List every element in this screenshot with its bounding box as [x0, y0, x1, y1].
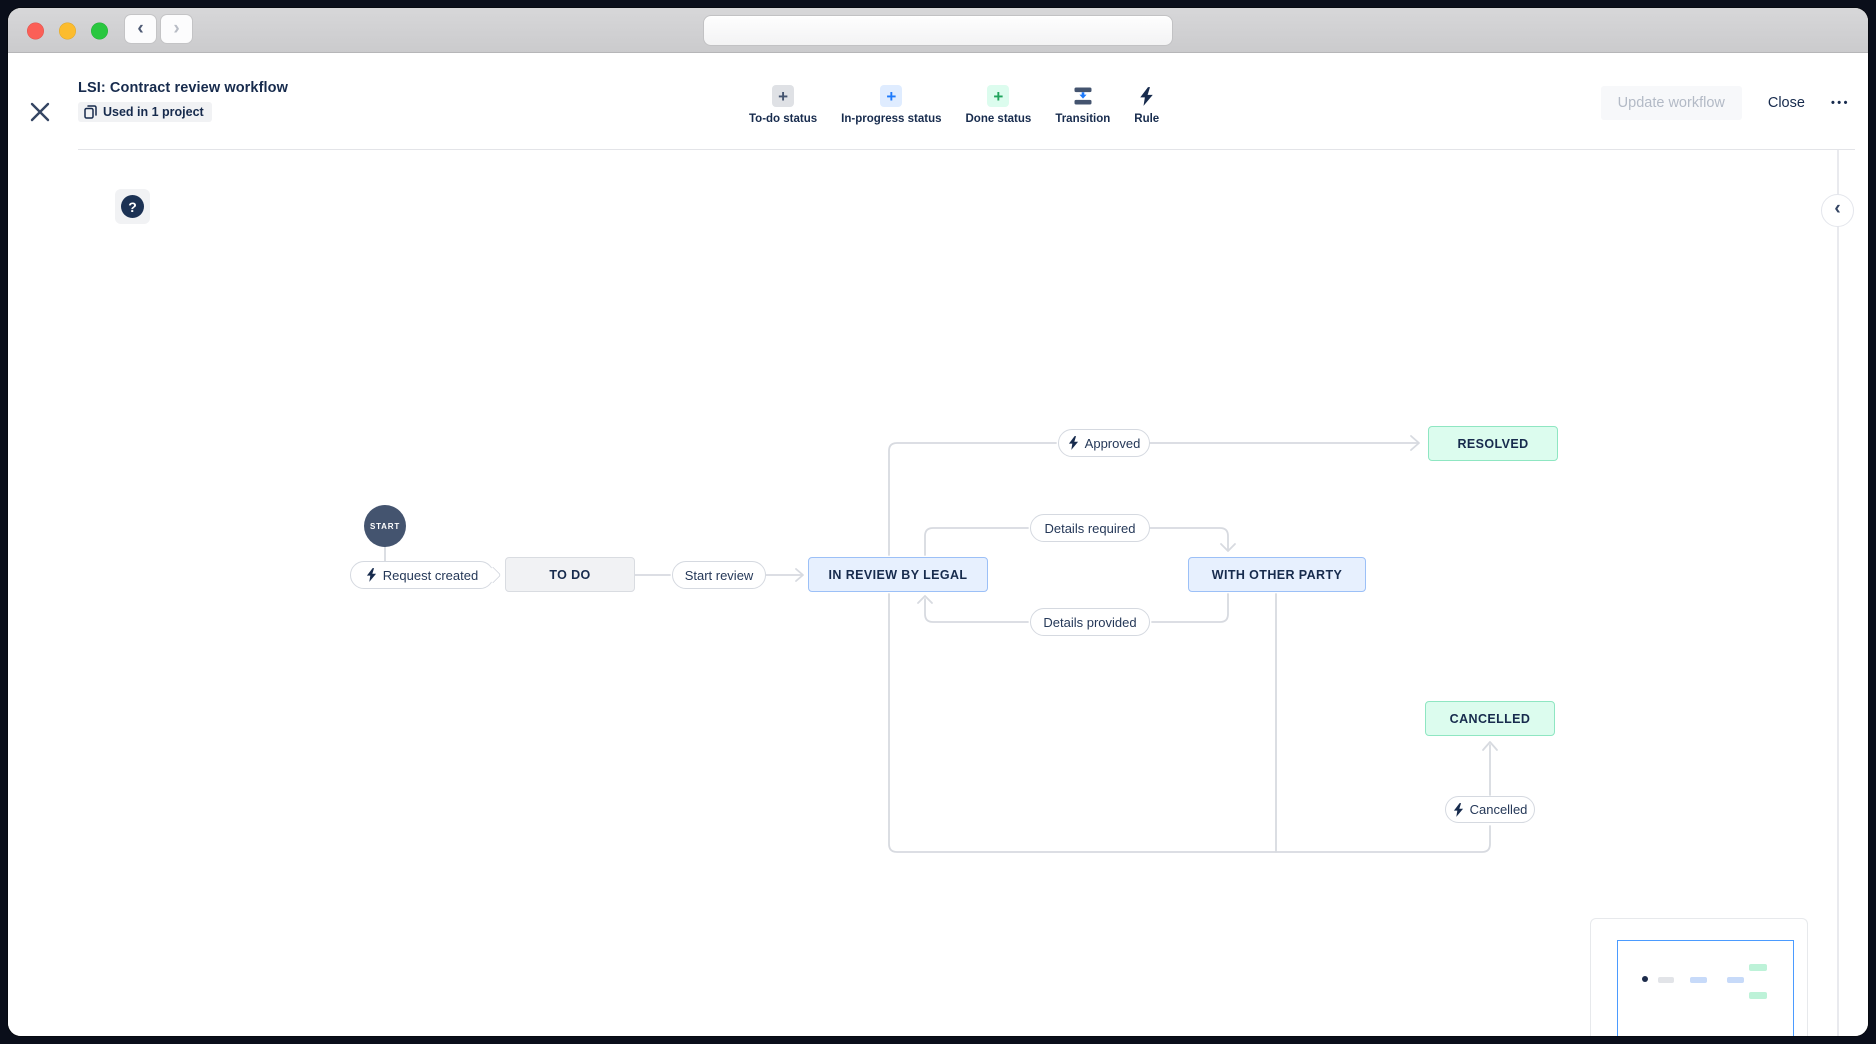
header-actions: Update workflow Close •••	[1600, 85, 1850, 121]
transition-label: Cancelled	[1469, 802, 1528, 817]
transition-approved[interactable]: Approved	[1058, 429, 1150, 457]
traffic-light-zoom-icon[interactable]	[91, 22, 108, 40]
transition-label: Approved	[1084, 435, 1141, 451]
help-icon: ?	[121, 195, 144, 218]
status-node-with-other-party[interactable]: WITH OTHER PARTY	[1188, 557, 1366, 592]
palette-item-todo-status[interactable]: + To-do status	[749, 85, 817, 125]
chevron-left-icon: ‹	[1834, 198, 1841, 219]
forward-chevron-icon: ›	[173, 18, 180, 39]
transition-details-provided[interactable]: Details provided	[1030, 608, 1150, 636]
close-icon	[30, 102, 50, 122]
right-panel-divider	[1837, 150, 1839, 1036]
transition-cancelled[interactable]: Cancelled	[1445, 796, 1535, 823]
minimap-panel	[1590, 918, 1808, 1036]
palette-toolbar: + To-do status + In-progress status + Do…	[749, 85, 1159, 125]
workflow-editor-header: LSI: Contract review workflow Used in 1 …	[8, 53, 1868, 150]
status-node-in-review-by-legal[interactable]: IN REVIEW BY LEGAL	[808, 557, 988, 592]
plus-icon: +	[880, 85, 903, 107]
start-node-label: START	[369, 521, 401, 531]
window-title-bar: ‹ ›	[8, 8, 1868, 53]
palette-item-transition[interactable]: Transition	[1055, 85, 1110, 125]
copy-icon	[84, 105, 97, 119]
rule-lightning-icon	[1453, 802, 1464, 817]
update-workflow-button[interactable]: Update workflow	[1600, 86, 1742, 120]
minimap-node-cancelled	[1749, 992, 1767, 999]
forward-button[interactable]: ›	[160, 14, 193, 44]
transition-start-review[interactable]: Start review	[672, 561, 766, 589]
app-window: ‹ › LSI: Contract review workflow Used i…	[8, 8, 1868, 1036]
status-label: CANCELLED	[1449, 711, 1531, 726]
status-node-resolved[interactable]: RESOLVED	[1428, 426, 1558, 461]
minimap-node-resolved	[1749, 964, 1767, 971]
rule-lightning-icon	[1068, 436, 1079, 450]
close-editor-button[interactable]	[30, 98, 58, 126]
minimap-node-with-other-party	[1727, 977, 1744, 983]
traffic-light-minimize-icon[interactable]	[59, 22, 76, 40]
help-button[interactable]: ?	[115, 189, 150, 224]
minimap-viewport[interactable]	[1617, 940, 1794, 1036]
page-title: LSI: Contract review workflow	[78, 80, 288, 96]
title-block: LSI: Contract review workflow Used in 1 …	[78, 80, 288, 124]
palette-item-rule[interactable]: Rule	[1134, 85, 1159, 125]
used-in-badge-label: Used in 1 project	[103, 105, 204, 119]
palette-item-label: In-progress status	[841, 113, 942, 125]
plus-icon: +	[987, 85, 1010, 107]
plus-icon: +	[772, 85, 795, 107]
minimap-node-todo	[1658, 977, 1674, 983]
minimap-start-node	[1642, 976, 1648, 982]
status-label: IN REVIEW BY LEGAL	[828, 567, 968, 582]
status-node-todo[interactable]: TO DO	[505, 557, 635, 592]
transition-label: Request created	[382, 567, 479, 583]
transition-request-created[interactable]: Request created	[350, 561, 494, 589]
rule-lightning-icon	[1136, 85, 1158, 107]
more-options-button[interactable]: •••	[1830, 97, 1850, 109]
palette-item-label: Rule	[1134, 113, 1160, 125]
palette-item-label: To-do status	[749, 113, 818, 125]
start-node[interactable]: START	[364, 505, 406, 547]
address-bar[interactable]	[703, 15, 1173, 46]
back-chevron-icon: ‹	[137, 18, 144, 39]
transition-details-required[interactable]: Details required	[1030, 514, 1150, 542]
traffic-light-close-icon[interactable]	[27, 22, 44, 40]
close-button[interactable]: Close	[1767, 95, 1805, 111]
rule-lightning-icon	[366, 568, 377, 582]
workflow-canvas[interactable]: ?	[8, 150, 1868, 1036]
transition-label: Start review	[684, 567, 754, 583]
status-node-cancelled[interactable]: CANCELLED	[1425, 701, 1555, 736]
transition-label: Details provided	[1043, 614, 1137, 630]
status-label: WITH OTHER PARTY	[1211, 567, 1343, 582]
palette-item-in-progress-status[interactable]: + In-progress status	[841, 85, 941, 125]
collapse-panel-button[interactable]: ‹	[1821, 194, 1854, 227]
transition-label: Details required	[1044, 520, 1136, 536]
palette-item-done-status[interactable]: + Done status	[965, 85, 1031, 125]
palette-item-label: Done status	[965, 113, 1032, 125]
minimap-node-in-review	[1690, 977, 1707, 983]
back-button[interactable]: ‹	[124, 14, 157, 44]
transition-icon	[1072, 85, 1094, 107]
header-divider	[78, 148, 1855, 150]
workflow-connectors	[384, 435, 1498, 853]
palette-item-label: Transition	[1055, 113, 1111, 125]
status-label: RESOLVED	[1457, 436, 1529, 451]
status-label: TO DO	[549, 567, 591, 582]
used-in-badge[interactable]: Used in 1 project	[78, 102, 212, 122]
